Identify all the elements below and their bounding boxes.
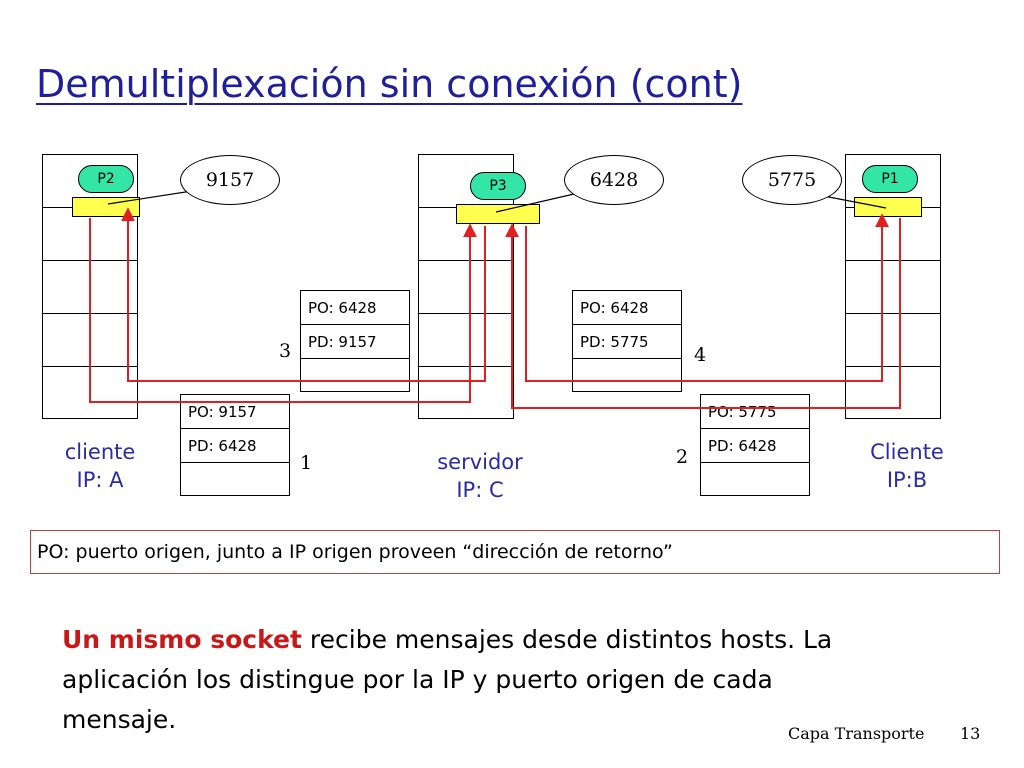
process-p3: P3: [470, 172, 526, 200]
flow-line-4: [525, 213, 889, 382]
segment-3-source-port: PO: 6428: [301, 291, 409, 325]
segment-1: PO: 9157 PD: 6428: [180, 394, 290, 496]
segment-3: PO: 6428 PD: 9157: [300, 290, 410, 392]
process-p2: P2: [78, 165, 134, 193]
host-name-client-b: Cliente: [870, 440, 944, 464]
host-name-server: servidor: [437, 450, 523, 474]
socket-server: [456, 204, 540, 224]
segment-number-4: 4: [694, 344, 707, 366]
source-port-note: PO: puerto origen, junto a IP origen pro…: [30, 530, 1000, 574]
segment-4: PO: 6428 PD: 5775: [572, 290, 682, 392]
host-label-client-a: cliente IP: A: [50, 438, 150, 494]
flow-line-2: [505, 218, 901, 409]
explanation-emphasis: Un mismo socket: [62, 625, 302, 654]
footer-section: Capa Transporte: [788, 724, 925, 743]
host-ip-client-b: IP:B: [886, 468, 928, 492]
host-label-server: servidor IP: C: [420, 448, 540, 504]
slide-title: Demultiplexación sin conexión (cont): [36, 62, 743, 106]
explanation-text: Un mismo socket recibe mensajes desde di…: [62, 620, 892, 740]
port-bubble-server: 6428: [564, 155, 664, 205]
explanation-rest: recibe mensajes desde distintos hosts. L…: [62, 625, 833, 734]
host-ip-client-a: IP: A: [76, 468, 124, 492]
segment-number-1: 1: [300, 452, 313, 474]
host-name-client-a: cliente: [64, 440, 136, 464]
host-label-client-b: Cliente IP:B: [852, 438, 962, 494]
port-bubble-client-b: 5775: [742, 155, 842, 205]
segment-2-dest-port: PD: 6428: [701, 429, 809, 463]
segment-1-source-port: PO: 9157: [181, 395, 289, 429]
page-number: 13: [960, 724, 981, 743]
flow-line-1: [89, 218, 477, 403]
host-ip-server: IP: C: [456, 478, 504, 502]
segment-3-dest-port: PD: 9157: [301, 325, 409, 359]
segment-2: PO: 5775 PD: 6428: [700, 394, 810, 496]
segment-4-source-port: PO: 6428: [573, 291, 681, 325]
segment-1-dest-port: PD: 6428: [181, 429, 289, 463]
pointer-6428: [495, 193, 575, 213]
port-bubble-client-a: 9157: [180, 155, 280, 205]
flow-line-3: [121, 207, 486, 382]
segment-number-3: 3: [279, 340, 292, 362]
pointer-9157: [107, 190, 193, 205]
segment-number-2: 2: [676, 446, 689, 468]
process-p1: P1: [862, 165, 918, 193]
segment-4-dest-port: PD: 5775: [573, 325, 681, 359]
